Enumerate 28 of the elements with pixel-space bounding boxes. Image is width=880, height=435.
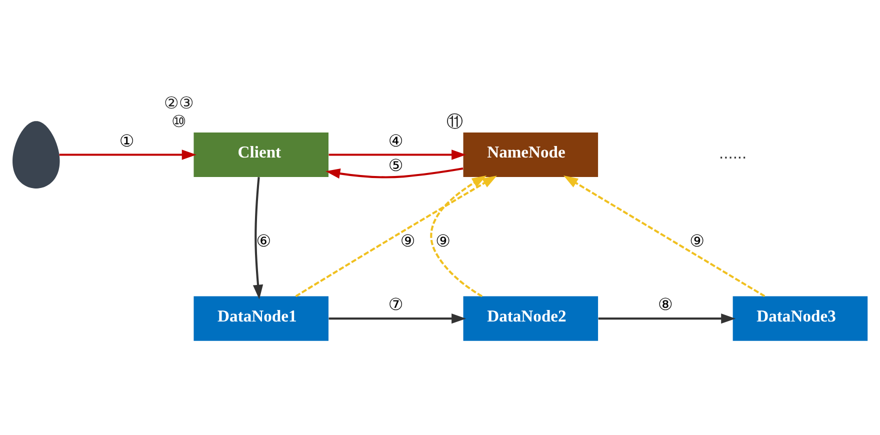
node-box: DataNode1: [194, 296, 328, 340]
label: ......: [719, 143, 747, 162]
arrow: [295, 175, 497, 297]
node-person: [12, 120, 60, 188]
arrow: [328, 149, 466, 160]
edge-label: ①: [119, 130, 134, 150]
node-label: ⑩: [172, 112, 187, 131]
arrow: [252, 176, 264, 299]
arrow: [598, 312, 736, 324]
edge-label: ⑦: [388, 294, 404, 314]
node-label: ⑪: [446, 112, 464, 131]
arrow: [59, 149, 196, 160]
node-box: NameNode: [463, 132, 598, 177]
node-box: DataNode2: [463, 296, 598, 340]
node-box: DataNode3: [732, 296, 868, 340]
edge-label: ⑨: [436, 230, 450, 250]
edge-label: ⑤: [388, 156, 404, 175]
arrow: [328, 312, 466, 324]
edge-label: ⑨: [400, 230, 416, 250]
edge-label: ④: [388, 130, 404, 150]
edge-label: ⑥: [256, 230, 272, 250]
edge-label: ⑨: [690, 230, 704, 250]
edge-label: ⑧: [658, 294, 673, 314]
node-box: Client: [194, 132, 328, 177]
node-label: ②③: [164, 92, 194, 112]
arrow: [430, 174, 487, 297]
arrow: [326, 167, 464, 178]
arrow: [563, 174, 766, 297]
